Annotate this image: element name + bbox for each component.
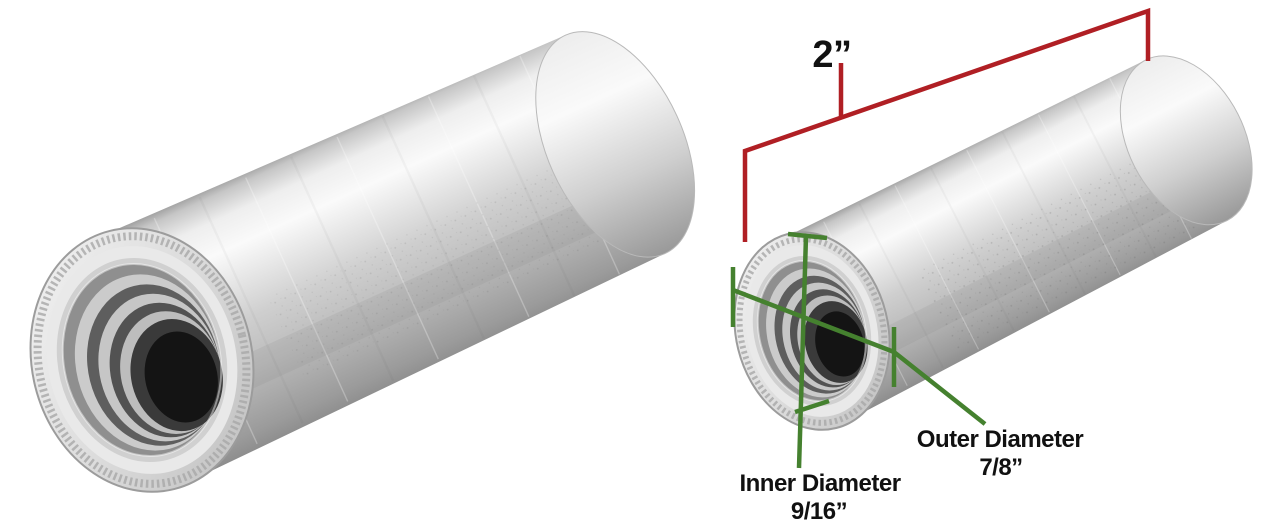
- inner-diameter-value: 9/16”: [791, 498, 847, 525]
- right-coupler-photo: [733, 55, 1253, 431]
- right-coupler-speckle: [915, 135, 1221, 354]
- left-coupler-photo: [29, 31, 696, 493]
- outer-diameter-label: Outer Diameter: [917, 426, 1084, 453]
- left-coupler-face: [29, 227, 255, 493]
- inner-diameter-label: Inner Diameter: [739, 470, 900, 497]
- length-label: 2”: [812, 34, 851, 76]
- length-dimension: 2”: [742, 7, 1151, 242]
- right-face-threads: [756, 259, 868, 403]
- left-face-threads: [61, 263, 223, 457]
- length-dimension-bracket: [742, 7, 1151, 242]
- outer-diameter-dimension: Outer Diameter 7/8”: [730, 267, 1084, 481]
- outer-diameter-value: 7/8”: [979, 454, 1022, 481]
- right-coupler-face: [733, 231, 891, 431]
- inner-diameter-dimension: Inner Diameter 9/16”: [739, 231, 901, 525]
- outer-diameter-lines: [730, 267, 987, 426]
- right-coupler-end-cap: [1119, 55, 1253, 226]
- left-coupler-speckle: [266, 143, 642, 381]
- inner-diameter-lines: [787, 231, 830, 469]
- left-face-knurl-band: [33, 232, 251, 488]
- right-face-knurl-band: [736, 236, 888, 426]
- left-face-bore: [144, 331, 218, 423]
- left-coupler-end-cap: [535, 31, 696, 258]
